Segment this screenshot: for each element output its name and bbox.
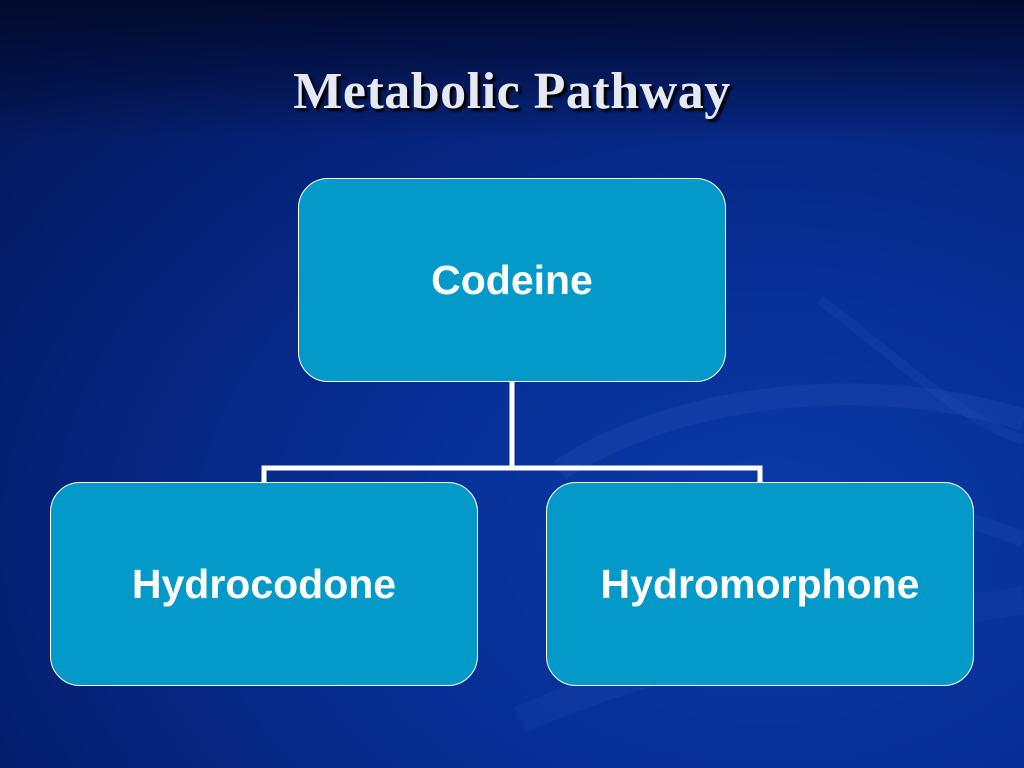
node-hydrocodone-label: Hydrocodone [131, 560, 397, 607]
node-hydromorphone-label: Hydromorphone [600, 560, 920, 607]
node-hydrocodone: Hydrocodone [50, 482, 478, 686]
slide-title: Metabolic Pathway [293, 63, 731, 120]
background-top-shade [0, 0, 1024, 140]
node-hydromorphone: Hydromorphone [546, 482, 974, 686]
node-codeine-label: Codeine [431, 256, 593, 303]
node-codeine: Codeine [298, 178, 726, 382]
